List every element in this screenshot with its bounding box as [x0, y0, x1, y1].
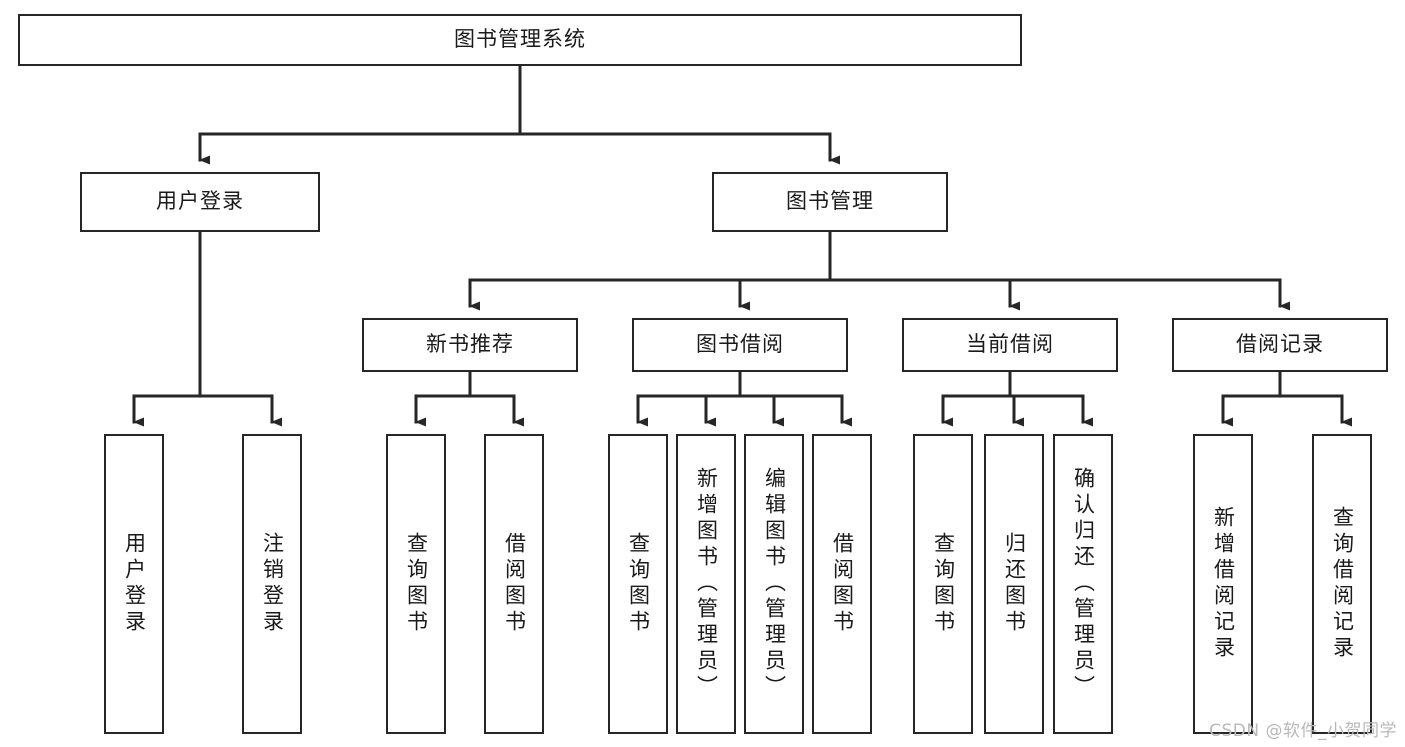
- node-label: 用户登录: [122, 532, 147, 636]
- node-leaf-8[interactable]: 查询图书: [913, 434, 973, 734]
- node-l2-1[interactable]: 图书管理: [712, 172, 948, 232]
- node-leaf-2[interactable]: 查询图书: [386, 434, 446, 734]
- node-label: 查询图书: [404, 532, 429, 636]
- node-l3-0[interactable]: 新书推荐: [362, 318, 578, 372]
- node-root[interactable]: 图书管理系统: [18, 14, 1022, 66]
- node-label: 编辑图书（管理员）: [762, 467, 787, 701]
- node-label: 借阅图书: [502, 532, 527, 636]
- node-label: 图书管理: [786, 189, 874, 214]
- edge-bus: [1221, 370, 1344, 398]
- node-leaf-10[interactable]: 确认归还（管理员）: [1053, 434, 1113, 734]
- node-leaf-12[interactable]: 查询借阅记录: [1312, 434, 1372, 734]
- edge-group: [132, 64, 1352, 427]
- edge-bus: [414, 370, 516, 398]
- node-label: 图书管理系统: [454, 27, 586, 52]
- node-leaf-11[interactable]: 新增借阅记录: [1193, 434, 1253, 734]
- node-l3-1[interactable]: 图书借阅: [632, 318, 848, 372]
- edge-bus: [468, 230, 1282, 282]
- node-l2-0[interactable]: 用户登录: [80, 172, 320, 232]
- node-label: 借阅记录: [1236, 332, 1324, 357]
- node-label: 图书借阅: [696, 332, 784, 357]
- node-l3-3[interactable]: 借阅记录: [1172, 318, 1388, 372]
- node-leaf-7[interactable]: 借阅图书: [812, 434, 872, 734]
- node-label: 新书推荐: [426, 332, 514, 357]
- node-label: 用户登录: [156, 189, 244, 214]
- node-label: 借阅图书: [830, 532, 855, 636]
- node-label: 新增借阅记录: [1211, 506, 1236, 662]
- edge-bus: [941, 370, 1085, 398]
- node-leaf-4[interactable]: 查询图书: [608, 434, 668, 734]
- node-label: 注销登录: [260, 532, 285, 636]
- edge-bus: [636, 370, 844, 398]
- node-label: 查询图书: [931, 532, 956, 636]
- node-label: 新增图书（管理员）: [694, 467, 719, 701]
- node-l3-2[interactable]: 当前借阅: [902, 318, 1118, 372]
- edge-bus: [198, 64, 832, 136]
- node-leaf-0[interactable]: 用户登录: [104, 434, 164, 734]
- edge-bus: [132, 230, 274, 398]
- node-label: 查询借阅记录: [1330, 506, 1355, 662]
- node-leaf-9[interactable]: 归还图书: [984, 434, 1044, 734]
- node-label: 查询图书: [626, 532, 651, 636]
- node-leaf-1[interactable]: 注销登录: [242, 434, 302, 734]
- node-leaf-5[interactable]: 新增图书（管理员）: [676, 434, 736, 734]
- node-leaf-6[interactable]: 编辑图书（管理员）: [744, 434, 804, 734]
- node-label: 当前借阅: [966, 332, 1054, 357]
- node-label: 归还图书: [1002, 532, 1027, 636]
- node-leaf-3[interactable]: 借阅图书: [484, 434, 544, 734]
- node-label: 确认归还（管理员）: [1071, 467, 1096, 701]
